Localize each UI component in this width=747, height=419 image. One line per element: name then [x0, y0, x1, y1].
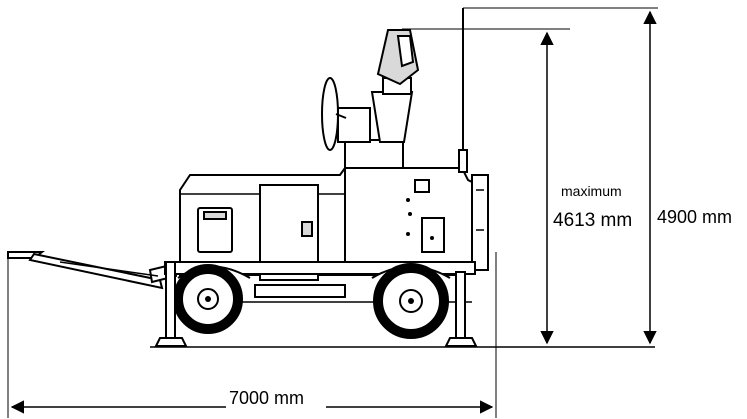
vehicle-drawing [7, 8, 655, 348]
max-height-label: maximum [561, 183, 622, 199]
sensor-head [321, 29, 420, 169]
tow-bar [7, 251, 178, 290]
turret-left-block [337, 107, 371, 143]
hatch-side [421, 217, 445, 253]
max-height-value: 4613 mm [553, 210, 632, 231]
rear-support-jack [444, 271, 478, 347]
front-support-jack [154, 261, 188, 347]
window-slot [203, 211, 227, 220]
door-handle [301, 221, 313, 237]
antenna [458, 8, 468, 173]
turret-base [344, 139, 404, 169]
front-wheel [173, 264, 243, 334]
turret-upper [370, 91, 414, 143]
overall-length-value: 7000 mm [229, 388, 304, 408]
radar-dish [321, 77, 339, 151]
total-height-value: 4900 mm [657, 207, 732, 227]
rear-post [471, 174, 489, 271]
rear-wheel [373, 263, 449, 339]
hatch-top [414, 179, 430, 193]
